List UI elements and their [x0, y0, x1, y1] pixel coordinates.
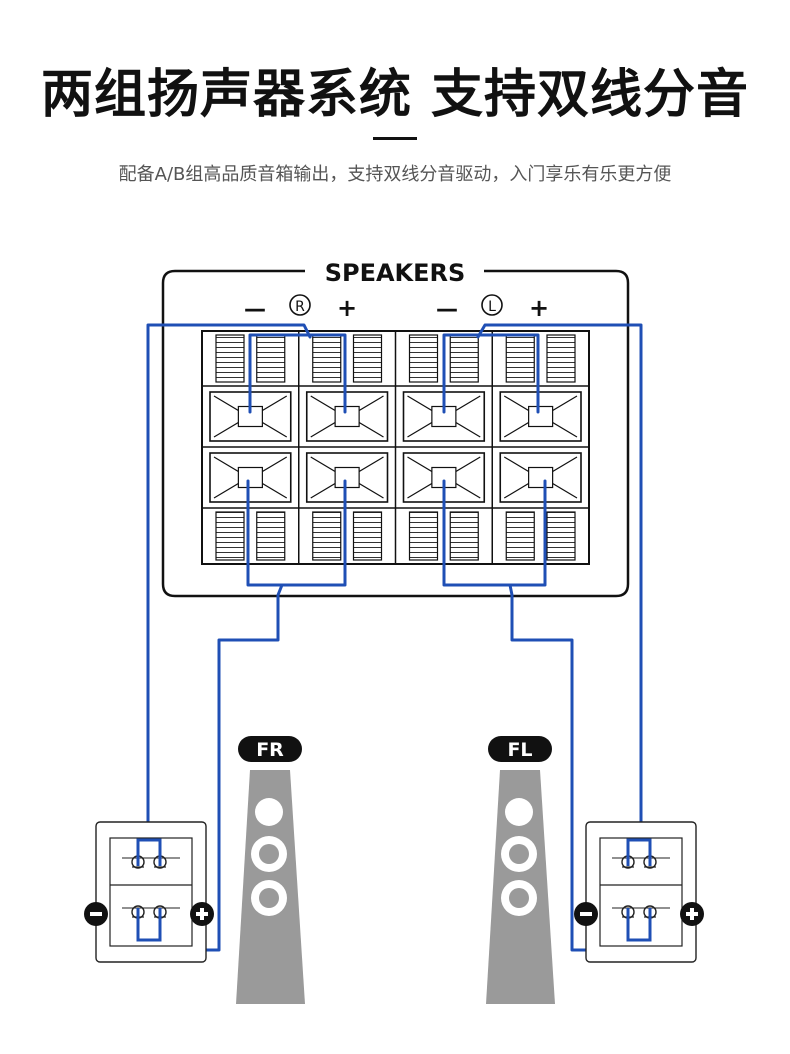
page-subtitle: 配备A/B组高品质音箱输出，支持双线分音驱动，入门享乐有乐更方便 — [118, 164, 672, 185]
post-fin — [449, 334, 479, 383]
fr-badge-label: FR — [256, 739, 284, 761]
post-screw — [237, 466, 263, 489]
post-fin — [449, 511, 479, 561]
left-minus-label: — — [436, 297, 458, 322]
post-fin — [352, 511, 383, 561]
binding-post — [499, 391, 582, 442]
wire-loop-r-top — [248, 333, 347, 414]
post-fin — [505, 511, 535, 561]
post-fin — [408, 334, 439, 383]
wire-loop-l-top — [442, 333, 540, 414]
speaker-jumper-upper — [626, 838, 652, 866]
post-fin — [215, 334, 245, 383]
speaker-jumper-upper — [136, 838, 162, 866]
post-screw — [528, 466, 554, 489]
left-channel-circle — [481, 294, 503, 316]
post-fin — [312, 511, 342, 561]
wire-loop-l-bottom — [442, 479, 547, 587]
wire-loop-r-bottom — [246, 479, 347, 587]
left-channel-symbol: L — [488, 299, 496, 315]
right-minus-label: — — [244, 297, 266, 322]
page-title: 两组扬声器系统 支持双线分音 — [40, 65, 750, 125]
title-divider — [373, 137, 417, 140]
speaker-terminal-panel: SPEAKERS — R + — L + — [161, 259, 630, 598]
post-fin — [312, 334, 342, 383]
fr-terminal-box — [84, 821, 214, 963]
post-fin — [256, 511, 286, 561]
right-channel-symbol: R — [295, 299, 305, 315]
post-screw — [528, 405, 554, 428]
post-screw — [334, 466, 360, 489]
right-plus-label: + — [337, 294, 357, 322]
front-left-speaker: FL — [486, 736, 555, 1004]
fr-badge — [238, 736, 302, 762]
speaker-jumper-lower — [626, 908, 652, 942]
fl-badge — [488, 736, 552, 762]
post-fin — [546, 334, 576, 383]
right-channel-circle — [289, 294, 311, 316]
post-fin — [215, 511, 245, 561]
post-fin — [546, 511, 576, 561]
post-fin — [256, 334, 286, 383]
wire-fl-plus-upper — [476, 323, 643, 862]
post-fin — [505, 334, 535, 383]
fl-terminal-box — [574, 821, 704, 963]
speaker-wires — [146, 323, 643, 952]
speaker-jumper-lower — [136, 908, 162, 942]
speakers-panel-label: SPEAKERS — [325, 259, 466, 287]
post-screw — [334, 405, 360, 428]
wire-fr-minus-upper — [146, 323, 312, 862]
fl-tweeter — [505, 798, 533, 826]
fr-tweeter — [255, 798, 283, 826]
front-right-speaker: FR — [236, 736, 305, 1004]
fl-badge-label: FL — [507, 739, 532, 761]
post-fin — [408, 511, 439, 561]
left-plus-label: + — [529, 294, 549, 322]
binding-post-grid — [201, 330, 590, 565]
post-fin — [352, 334, 383, 383]
